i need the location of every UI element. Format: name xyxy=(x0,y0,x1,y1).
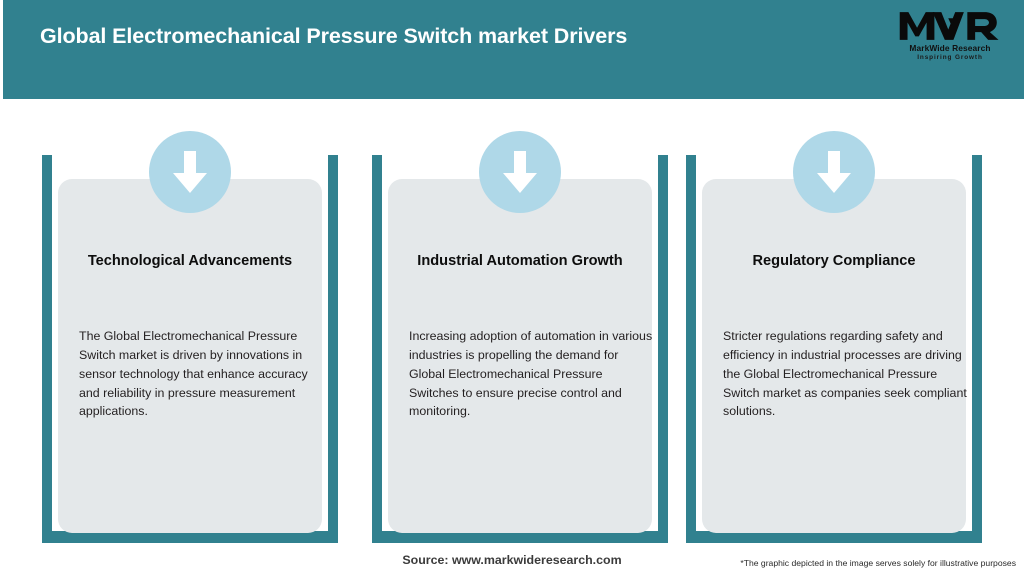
card-body-text: Stricter regulations regarding safety an… xyxy=(723,329,967,419)
driver-card[interactable]: Technological Advancements The Global El… xyxy=(42,99,338,543)
card-body-text: Increasing adoption of automation in var… xyxy=(409,329,653,419)
card-heading: Technological Advancements xyxy=(87,253,293,269)
logo-name: MarkWide Research xyxy=(909,43,991,53)
card-body-text: The Global Electromechanical Pressure Sw… xyxy=(79,329,308,419)
card-panel xyxy=(58,179,322,533)
brand-logo: MarkWide Research Inspiring Growth xyxy=(898,10,1002,66)
arrow-down-icon xyxy=(149,131,231,213)
card-heading: Regulatory Compliance xyxy=(752,253,916,269)
source-label: Source: www.markwideresearch.com xyxy=(402,553,622,567)
disclaimer-label: *The graphic depicted in the image serve… xyxy=(740,558,1016,568)
header-band: Global Electromechanical Pressure Switch… xyxy=(3,0,1024,99)
arrow-down-icon xyxy=(793,131,875,213)
card-accent-frame xyxy=(686,155,982,543)
logo-tagline: Inspiring Growth xyxy=(917,54,983,61)
driver-card[interactable]: Industrial Automation Growth Increasing … xyxy=(372,99,668,543)
driver-cards-container: Technological Advancements The Global El… xyxy=(0,99,1024,543)
card-heading: Industrial Automation Growth xyxy=(417,253,623,269)
card-accent-frame xyxy=(372,155,668,543)
mwr-logo-icon xyxy=(899,12,999,40)
driver-card[interactable]: Regulatory Compliance Stricter regulatio… xyxy=(686,99,982,543)
card-accent-frame xyxy=(42,155,338,543)
page-title: Global Electromechanical Pressure Switch… xyxy=(40,24,628,48)
card-panel xyxy=(388,179,652,533)
card-panel xyxy=(702,179,966,533)
arrow-down-icon xyxy=(479,131,561,213)
